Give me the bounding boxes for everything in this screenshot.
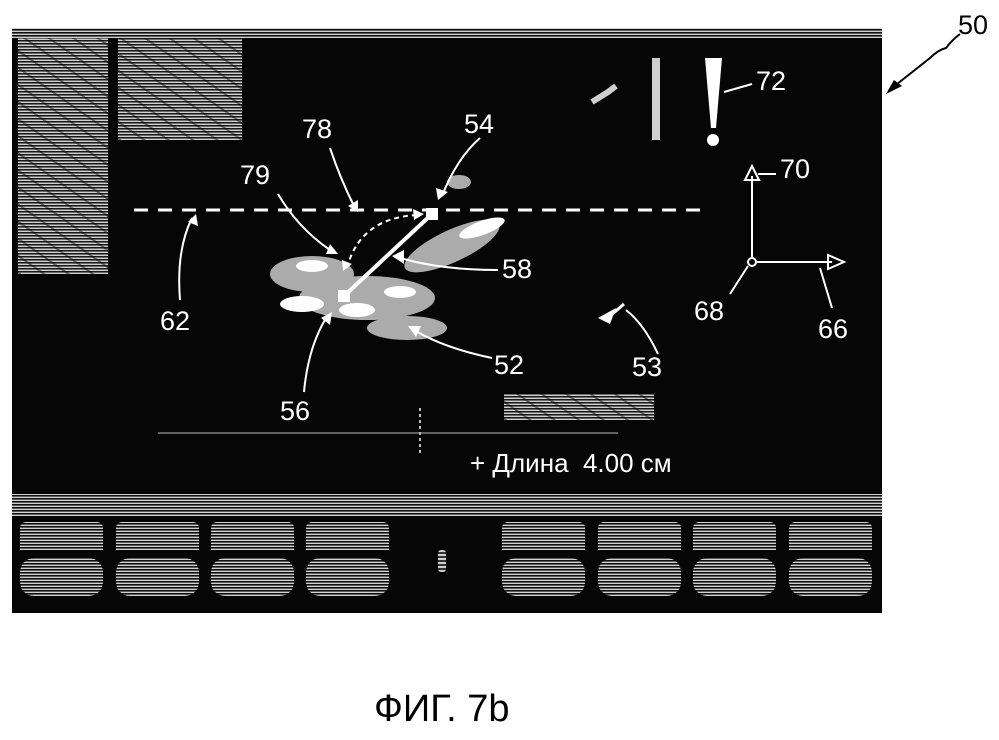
softkey-5[interactable]: [502, 522, 585, 597]
softkey-4[interactable]: [306, 522, 389, 597]
pointer-marker: [598, 308, 616, 324]
softkey-8[interactable]: [789, 522, 872, 597]
center-indicator: [438, 550, 446, 572]
ref-50-leader: [880, 30, 970, 100]
label-54: 54: [464, 109, 494, 139]
vertical-scale-bar: [652, 58, 660, 140]
label-66: 66: [818, 314, 848, 344]
label-78: 78: [302, 114, 332, 144]
endpoint-marker-bottom: [338, 290, 350, 302]
label-53: 53: [632, 352, 662, 382]
label-70: 70: [780, 154, 810, 184]
softkey-7[interactable]: [693, 522, 776, 597]
label-52: 52: [494, 350, 524, 380]
softkey-6[interactable]: [598, 522, 681, 597]
softkey-2[interactable]: [116, 522, 199, 597]
label-68: 68: [694, 296, 724, 326]
endpoint-marker-top: [426, 208, 438, 220]
softkey-3[interactable]: [211, 522, 294, 597]
label-79: 79: [240, 160, 270, 190]
label-62: 62: [160, 306, 190, 336]
label-58: 58: [502, 254, 532, 284]
label-72: 72: [756, 66, 786, 96]
image-overlay: 54 78 79 62 58 52 56 53 70 72 68 66: [12, 28, 882, 494]
axis-origin: [748, 258, 756, 266]
figure-caption: ФИГ. 7b: [374, 690, 510, 728]
ultrasound-display: + Длина 4.00 см: [12, 28, 882, 613]
alert-marker: [705, 58, 722, 128]
label-56: 56: [280, 396, 310, 426]
bottom-status-bar: [12, 494, 882, 516]
softkey-1[interactable]: [20, 522, 103, 597]
